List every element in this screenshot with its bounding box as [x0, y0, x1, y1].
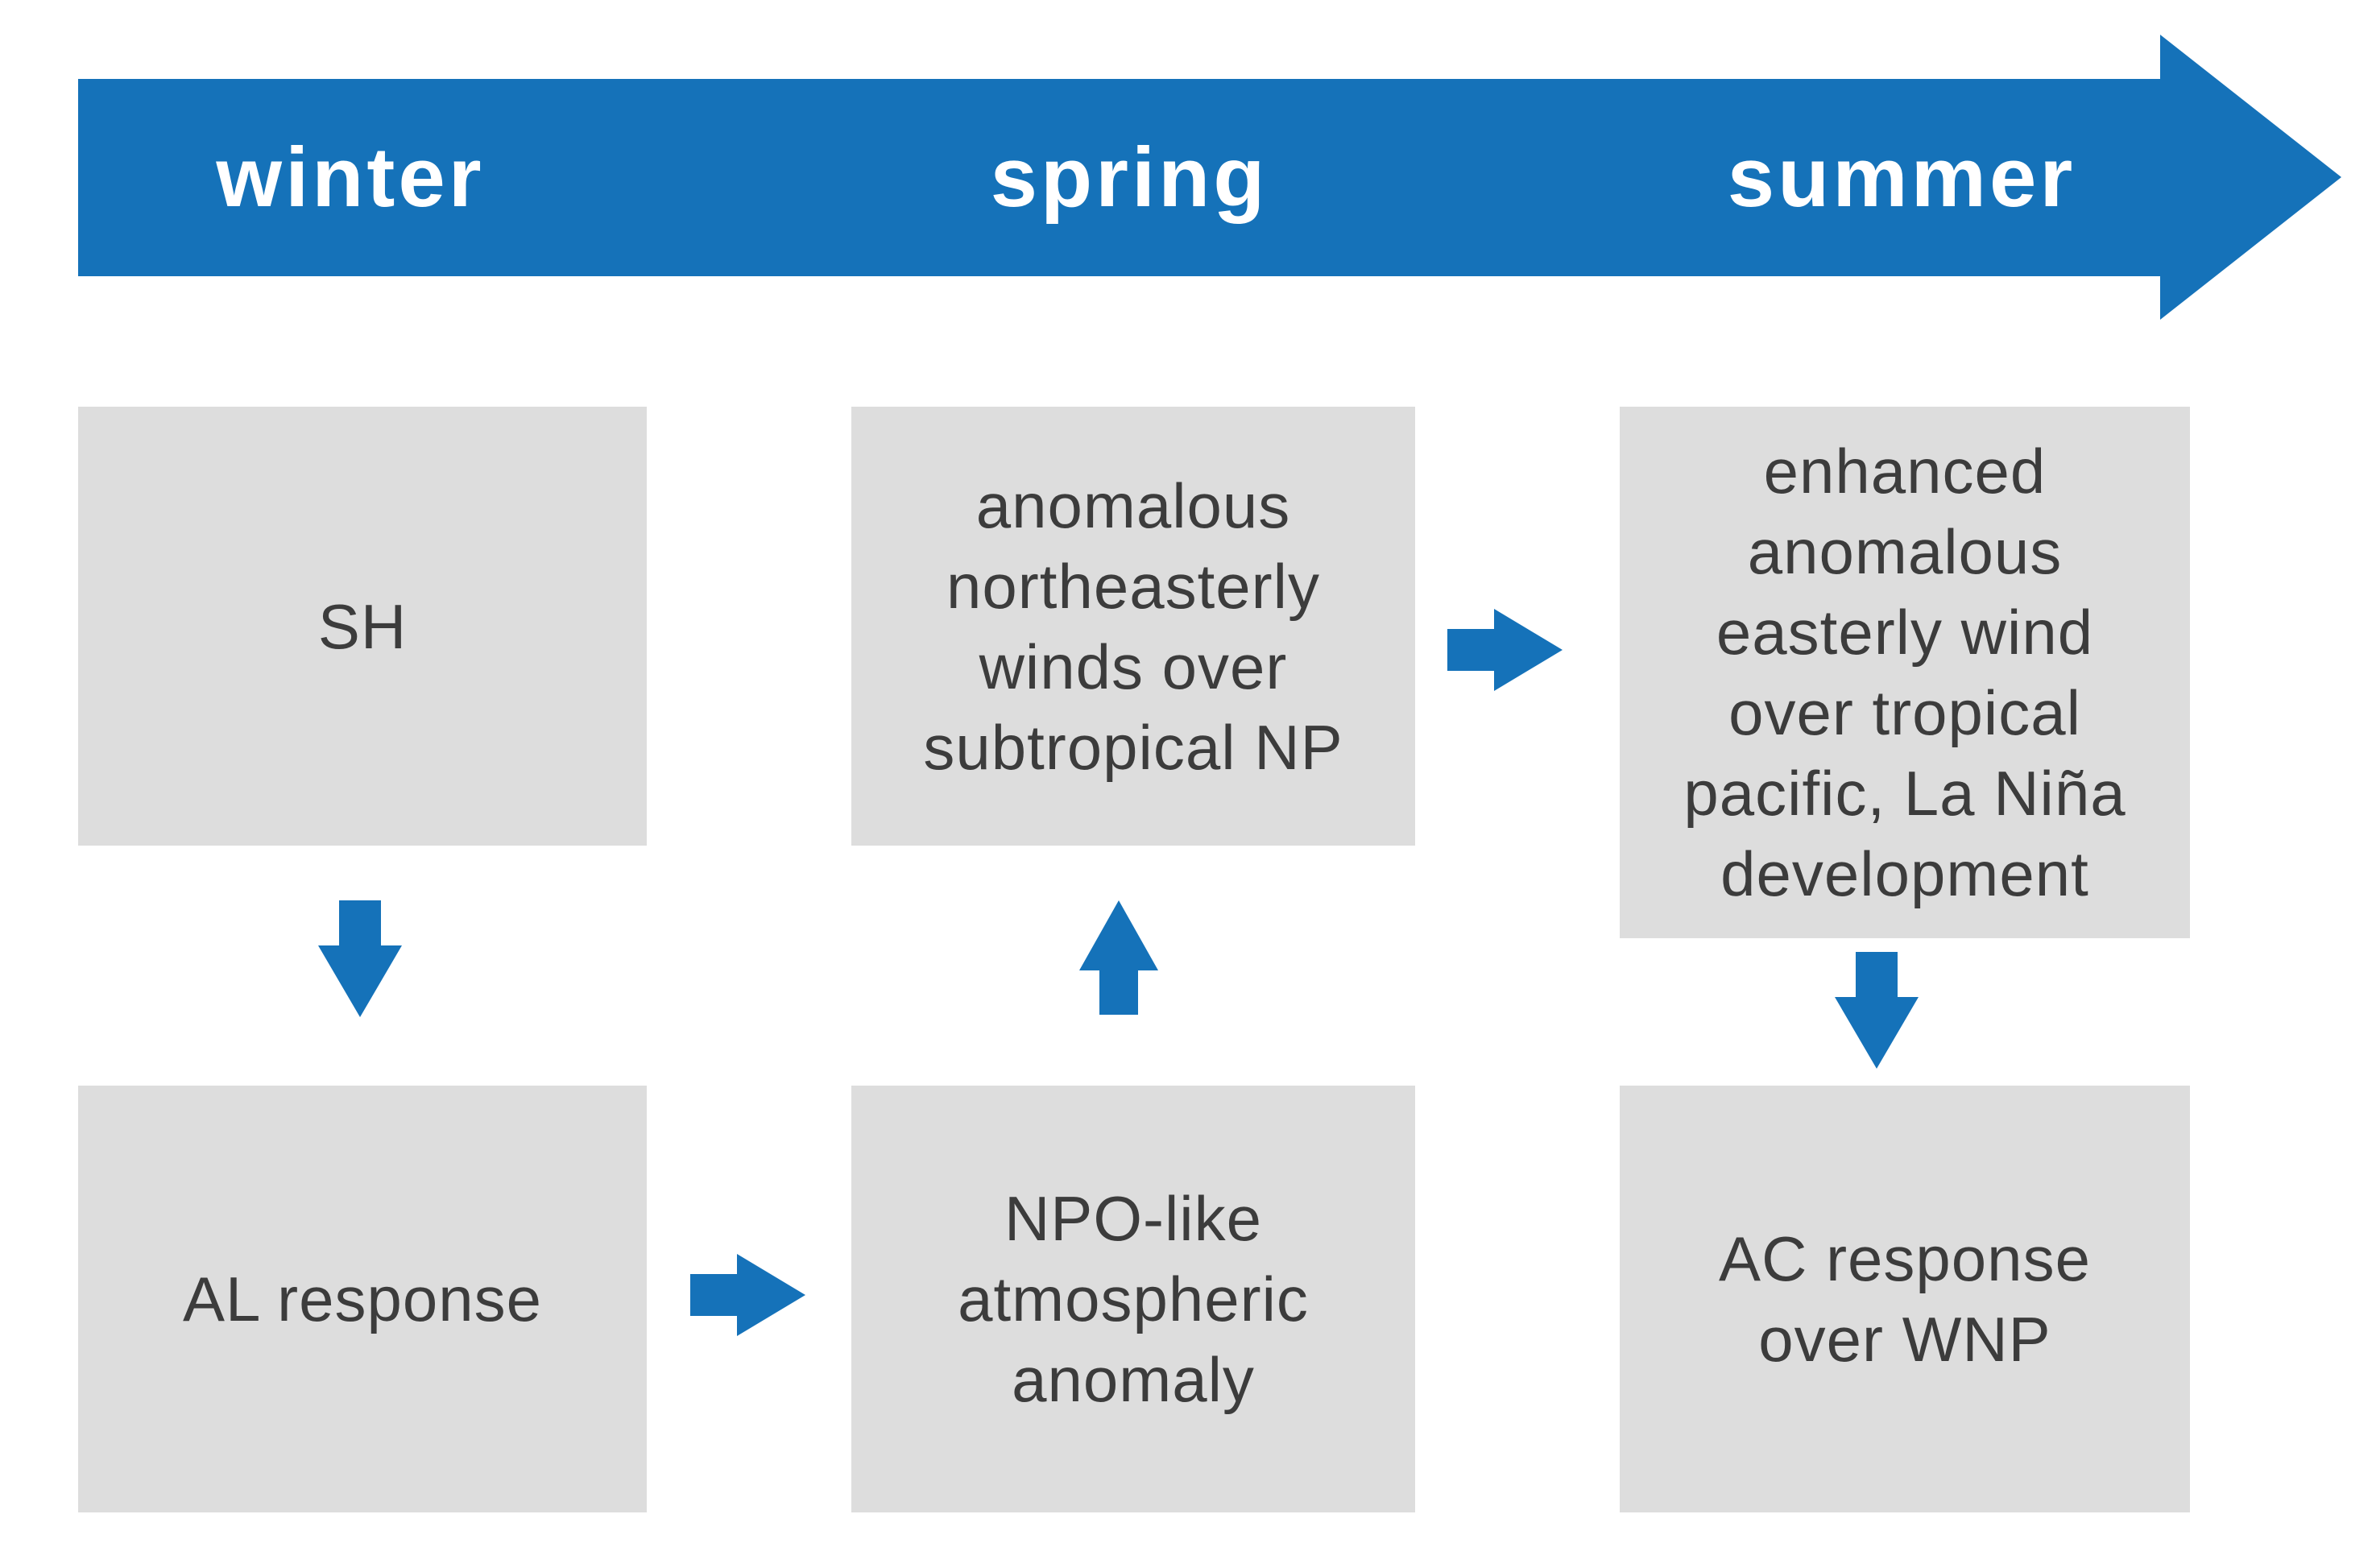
- box-anomalous-northeasterly-winds: anomalous northeasterly winds over subtr…: [851, 407, 1415, 846]
- right-arrow-icon-winds-to-enhanced: [1447, 609, 1563, 691]
- down-arrow-icon-enhanced-to-ac: [1835, 952, 1919, 1069]
- season-label-text: summer: [1727, 130, 2076, 225]
- timeline-arrowhead-icon: [2160, 35, 2341, 320]
- box-line: SH: [317, 590, 408, 662]
- season-label-spring: spring: [888, 79, 1371, 276]
- box-enhanced-easterly-wind: enhanced anomalous easterly wind over tr…: [1620, 407, 2190, 938]
- up-arrow-icon-npo-to-winds: [1079, 900, 1158, 1015]
- timeline-arrow-band: [78, 79, 2160, 276]
- season-label-text: winter: [216, 130, 485, 225]
- season-label-text: spring: [990, 130, 1269, 225]
- box-line: northeasterly: [946, 550, 1320, 622]
- box-line: atmospheric: [958, 1264, 1309, 1334]
- season-label-winter: winter: [109, 79, 592, 276]
- box-line: over WNP: [1758, 1304, 2051, 1375]
- box-line: anomalous: [1747, 516, 2063, 587]
- box-sh: SH: [78, 407, 647, 846]
- box-line: AC response: [1719, 1223, 2091, 1294]
- box-line: subtropical NP: [923, 711, 1343, 783]
- box-line: AL response: [182, 1264, 543, 1334]
- box-line: anomaly: [1012, 1344, 1255, 1415]
- box-line: enhanced: [1763, 436, 2047, 507]
- right-arrow-icon-al-to-npo: [690, 1254, 805, 1336]
- down-arrow-icon-sh-to-al: [318, 900, 402, 1017]
- box-line: easterly wind: [1716, 597, 2094, 668]
- box-line: NPO-like: [1004, 1183, 1263, 1254]
- season-label-summer: summer: [1660, 79, 2143, 276]
- box-line: winds over: [979, 631, 1288, 702]
- box-al-response: AL response: [78, 1086, 647, 1512]
- box-line: over tropical: [1728, 677, 2081, 748]
- box-line: development: [1720, 838, 2089, 909]
- box-line: anomalous: [975, 470, 1291, 541]
- box-ac-response: AC response over WNP: [1620, 1086, 2190, 1512]
- box-line: pacific, La Niña: [1683, 758, 2126, 829]
- box-npo-anomaly: NPO-like atmospheric anomaly: [851, 1086, 1415, 1512]
